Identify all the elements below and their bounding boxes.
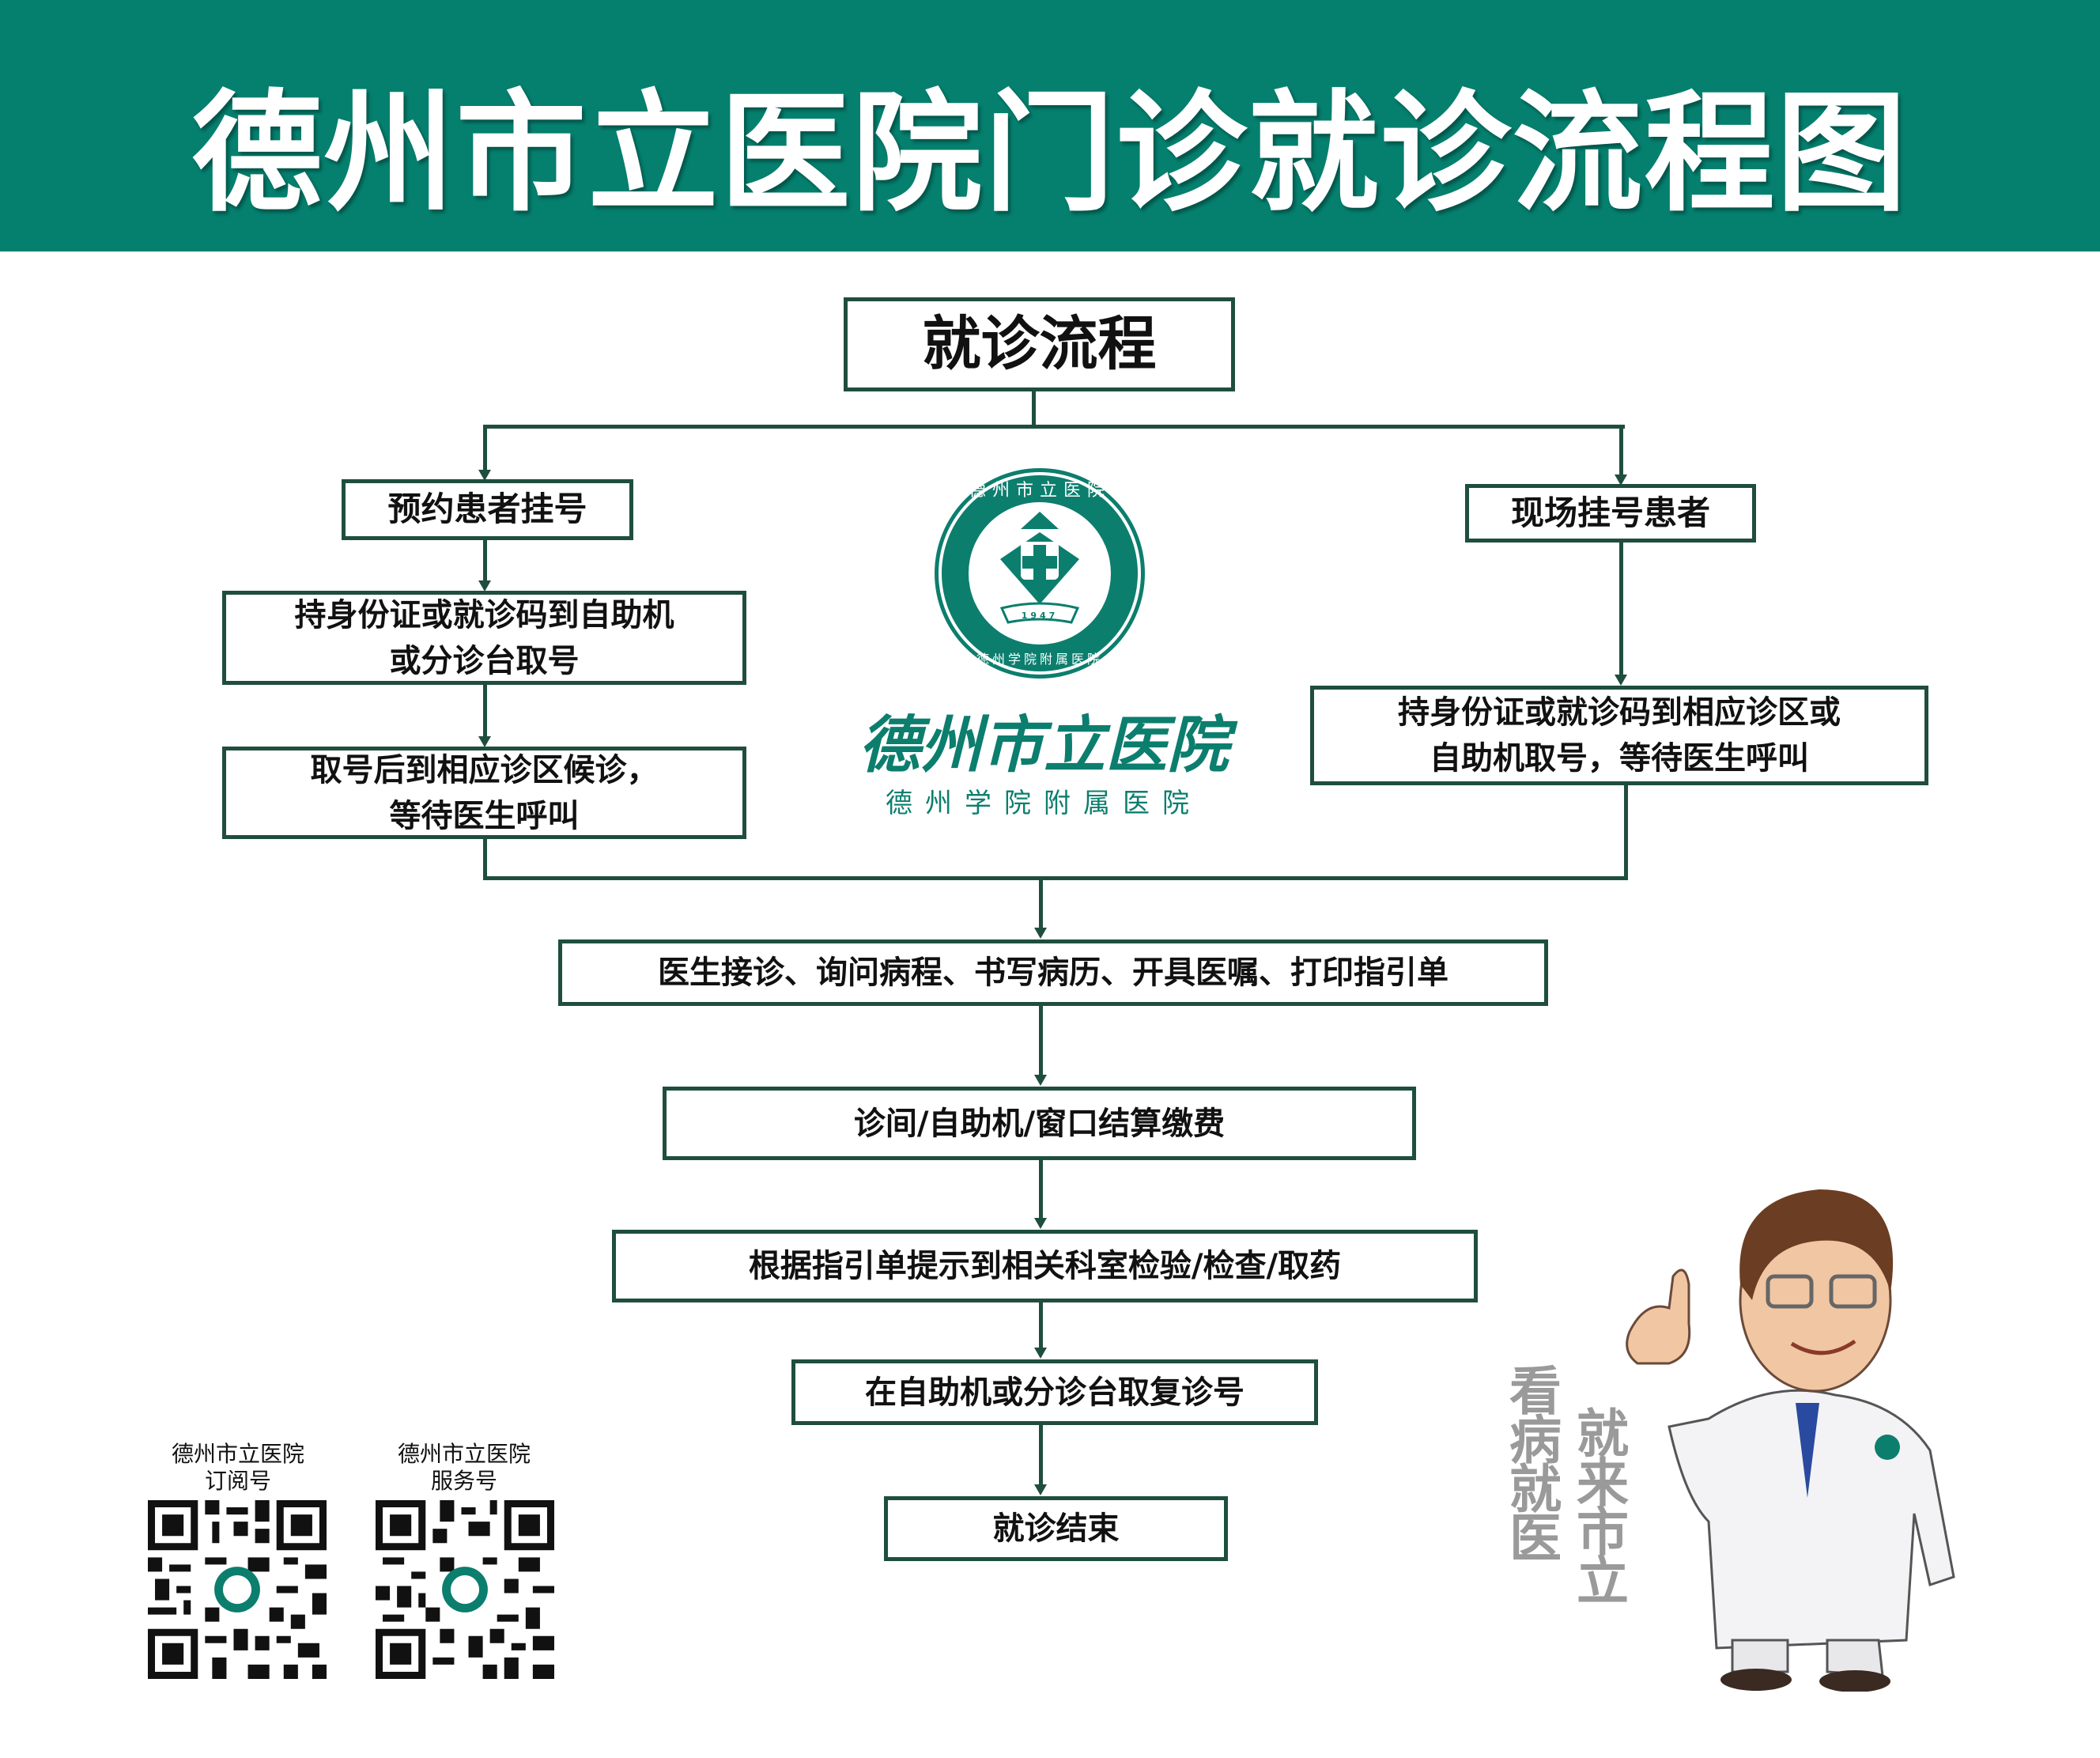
- qr-label-subscription: 德州市立医院 订阅号: [171, 1441, 304, 1494]
- connector: [1619, 425, 1623, 475]
- arrow-icon: [1615, 474, 1627, 486]
- hospital-name-calligraphy: 德州市立医院: [858, 709, 1229, 781]
- arrow-icon: [1034, 1075, 1047, 1086]
- flow-right-step-1: 现场挂号患者: [1465, 484, 1756, 543]
- step-label: 取号后到相应诊区候诊， 等待医生呼叫: [310, 751, 659, 834]
- flow-step-exam: 根据指引单提示到相关科室检验/检查/取药: [612, 1230, 1478, 1302]
- slogan-line-1: 看病就医: [1501, 1363, 1562, 1560]
- flow-step-consult: 医生接诊、询问病程、书写病历、开具医嘱、打印指引单: [558, 939, 1548, 1006]
- connector: [483, 540, 487, 581]
- qr-label-service: 德州市立医院 服务号: [397, 1441, 531, 1494]
- connector: [1039, 1006, 1043, 1076]
- qr-code-service[interactable]: [375, 1500, 555, 1679]
- connector: [483, 839, 487, 880]
- step-label: 就诊结束: [992, 1510, 1120, 1547]
- connector: [1619, 543, 1623, 675]
- flow-left-step-2: 持身份证或就诊码到自助机 或分诊台取号: [222, 591, 746, 685]
- qr-code-subscription[interactable]: [147, 1500, 327, 1679]
- flow-left-step-1: 预约患者挂号: [342, 479, 633, 540]
- arrow-icon: [478, 736, 491, 747]
- arrow-icon: [1615, 675, 1627, 686]
- header-banner: 德州市立医院门诊就诊流程图: [0, 0, 2100, 251]
- connector: [1624, 785, 1628, 880]
- flow-start-label: 就诊流程: [922, 309, 1157, 378]
- connector: [483, 425, 1625, 429]
- flow-left-step-3: 取号后到相应诊区候诊， 等待医生呼叫: [222, 747, 746, 839]
- step-label: 根据指引单提示到相关科室检验/检查/取药: [748, 1248, 1342, 1284]
- hospital-emblem-icon: 1947 德州市立医院 德州学院附属医院: [935, 468, 1145, 679]
- step-label: 诊间/自助机/窗口结算缴费: [853, 1105, 1226, 1142]
- step-label: 医生接诊、询问病程、书写病历、开具医嘱、打印指引单: [658, 955, 1448, 991]
- step-label: 持身份证或就诊码到相应诊区或 自助机取号，等待医生呼叫: [1398, 694, 1841, 777]
- connector: [1032, 391, 1036, 426]
- connector: [483, 876, 1628, 880]
- connector: [1039, 1302, 1043, 1348]
- connector: [1039, 876, 1043, 928]
- flow-start-box: 就诊流程: [844, 297, 1235, 391]
- connector: [483, 685, 487, 737]
- page-title: 德州市立医院门诊就诊流程图: [191, 78, 1909, 229]
- doctor-mascot-icon: [1626, 1189, 1955, 1692]
- arrow-icon: [1034, 1218, 1047, 1229]
- svg-text:德州学院附属医院: 德州学院附属医院: [976, 652, 1103, 667]
- flow-step-revisit: 在自助机或分诊台取复诊号: [791, 1359, 1318, 1425]
- connector: [1039, 1425, 1043, 1485]
- arrow-icon: [1034, 928, 1047, 939]
- connector: [1039, 1160, 1043, 1219]
- flow-step-payment: 诊间/自助机/窗口结算缴费: [663, 1087, 1416, 1160]
- step-label: 预约患者挂号: [387, 490, 587, 529]
- hospital-subtitle: 德州学院附属医院: [886, 788, 1202, 819]
- step-label: 持身份证或就诊码到自助机 或分诊台取号: [294, 596, 674, 679]
- arrow-icon: [1034, 1484, 1047, 1495]
- arrow-icon: [478, 470, 491, 481]
- slogan-line-2: 就来市立: [1568, 1406, 1629, 1602]
- flow-step-end: 就诊结束: [884, 1496, 1228, 1561]
- step-label: 在自助机或分诊台取复诊号: [865, 1374, 1245, 1411]
- arrow-icon: [478, 580, 491, 592]
- svg-text:德州市立医院: 德州市立医院: [969, 481, 1111, 501]
- connector: [483, 425, 487, 471]
- svg-text:1947: 1947: [1022, 611, 1059, 621]
- arrow-icon: [1034, 1348, 1047, 1359]
- step-label: 现场挂号患者: [1510, 493, 1710, 532]
- flow-right-step-2: 持身份证或就诊码到相应诊区或 自助机取号，等待医生呼叫: [1310, 686, 1928, 785]
